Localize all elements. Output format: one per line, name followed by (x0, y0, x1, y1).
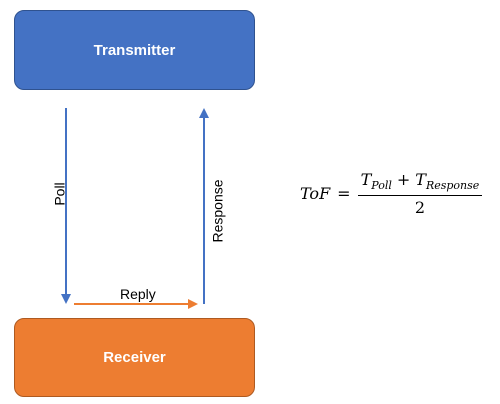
formula-t-response-sub: Response (425, 179, 480, 193)
formula-denominator: 2 (414, 198, 426, 218)
formula-fraction: TPoll+TResponse 2 (357, 170, 483, 218)
formula-numerator: TPoll+TResponse (357, 170, 483, 197)
formula-t-response: T (415, 170, 426, 189)
reply-label: Reply (120, 286, 156, 302)
transmitter-node: Transmitter (14, 10, 255, 90)
formula-lhs: ToF (300, 184, 331, 204)
receiver-node: Receiver (14, 318, 255, 397)
poll-label: Poll (51, 182, 68, 206)
receiver-label: Receiver (103, 349, 166, 366)
formula-plus: + (396, 170, 411, 189)
transmitter-label: Transmitter (93, 41, 176, 59)
formula-equals: = (337, 184, 351, 204)
formula-t-poll: T (360, 170, 372, 189)
formula-t-poll-sub: Poll (371, 179, 392, 193)
tof-formula: ToF = TPoll+TResponse 2 (300, 170, 483, 218)
response-label: Response (209, 179, 226, 243)
